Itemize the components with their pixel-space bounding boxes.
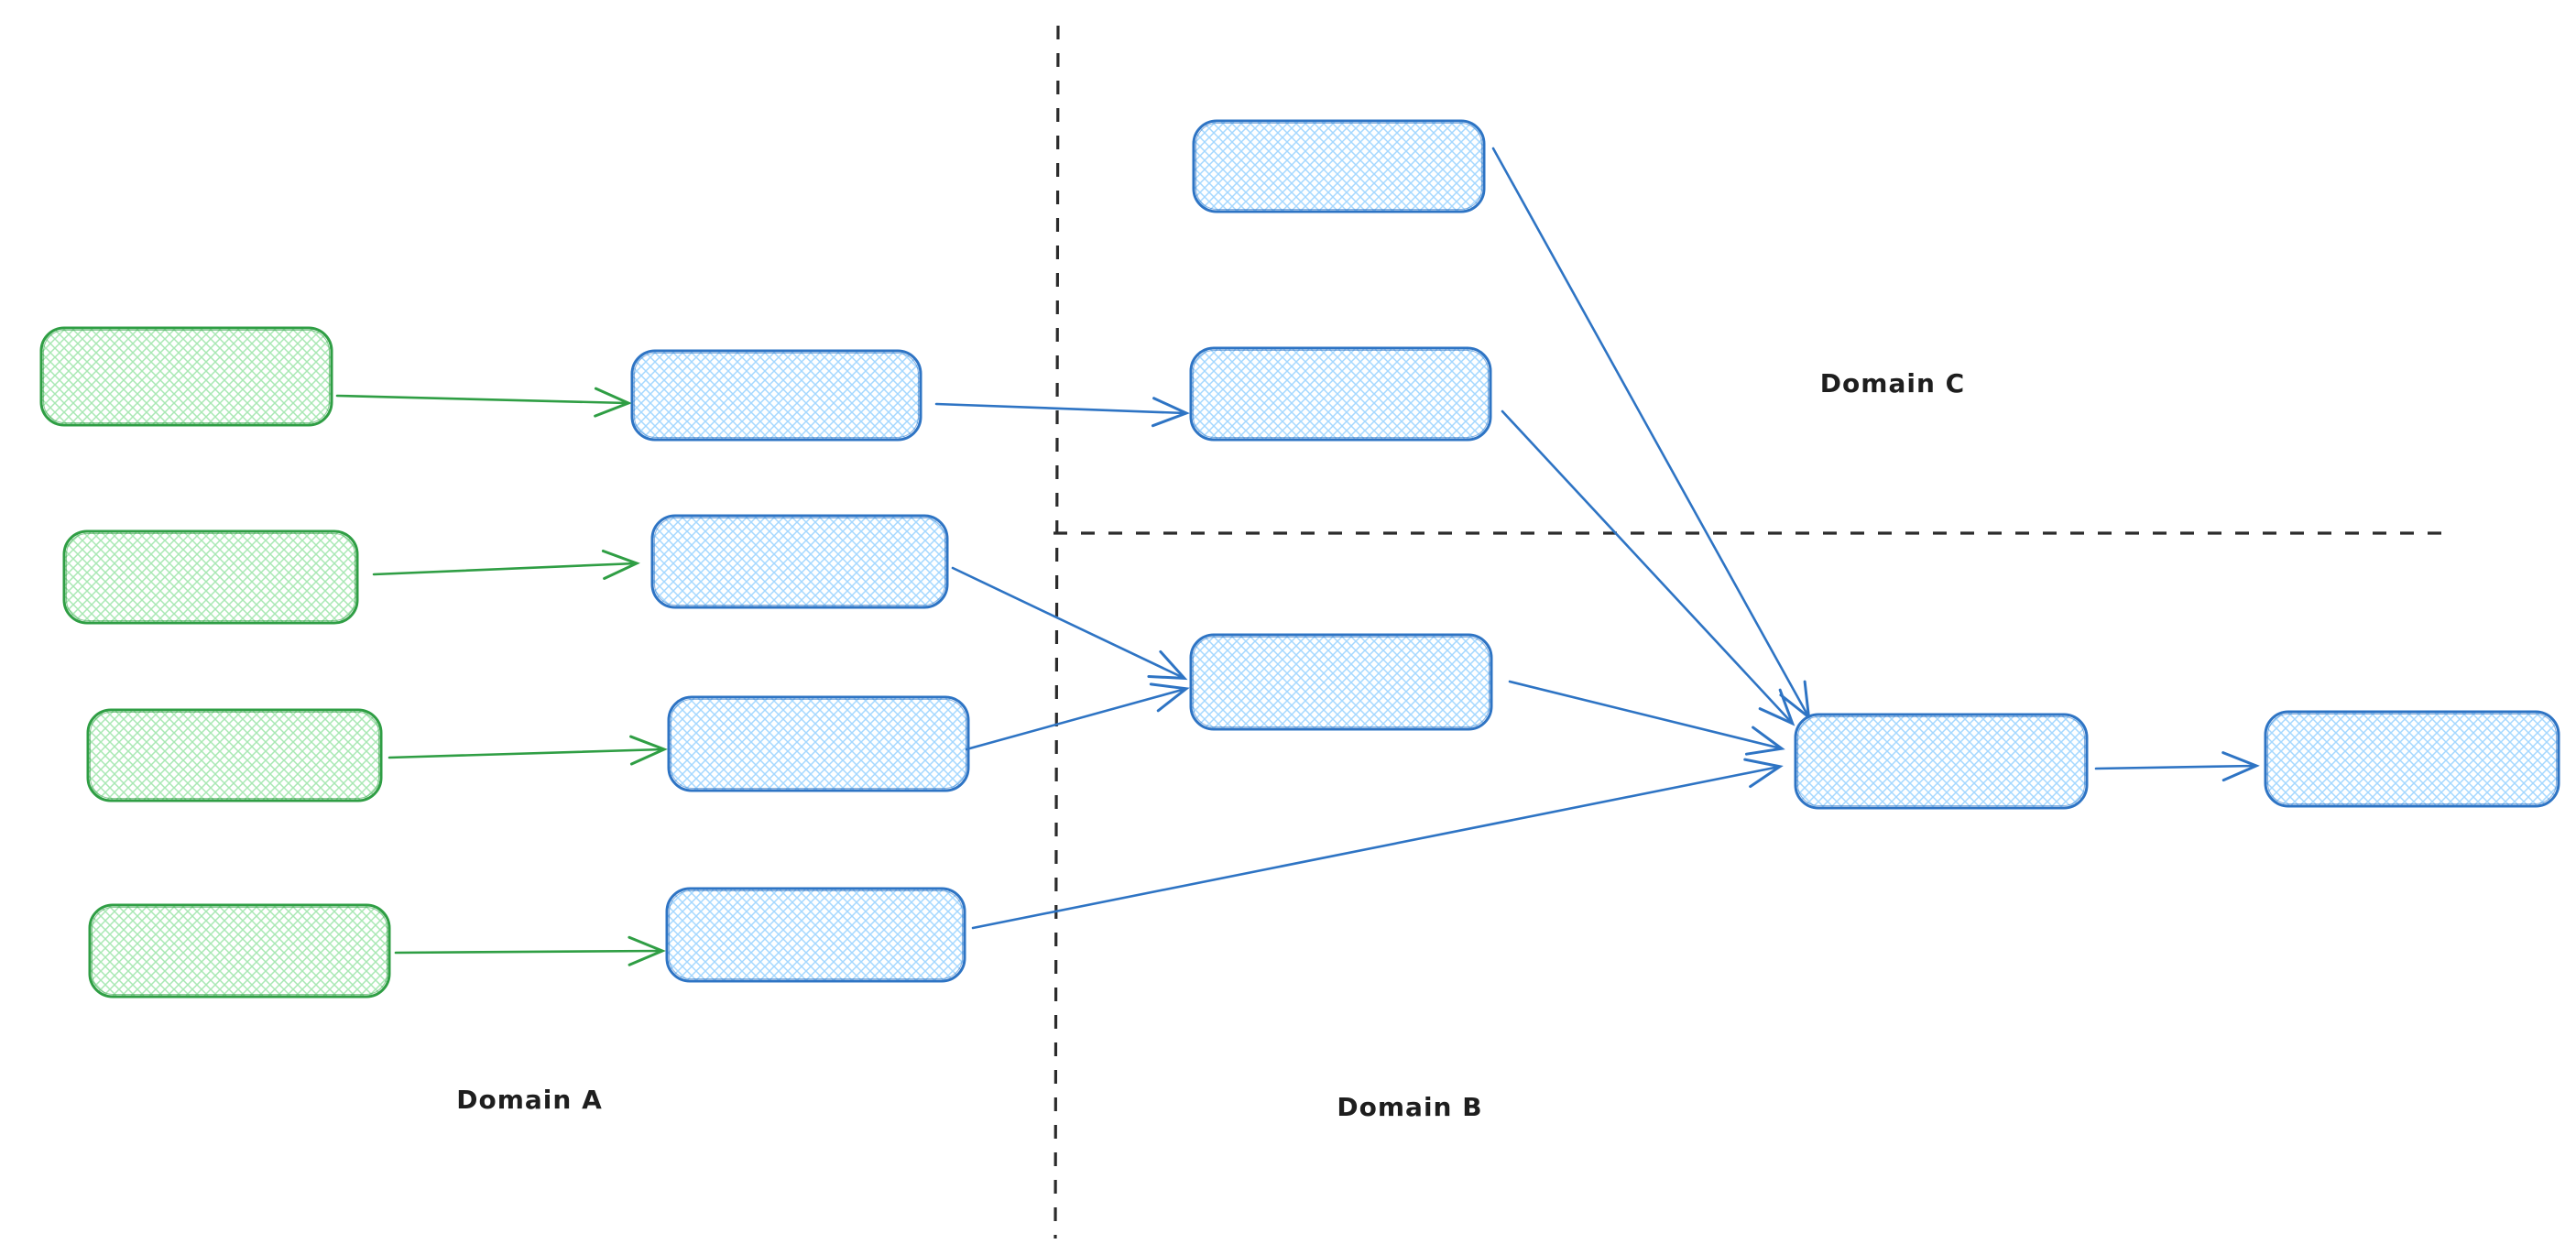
node-rect-blue-b1[interactable] xyxy=(1189,346,1492,442)
node-rect-sketch-blue-a3 xyxy=(670,698,967,790)
edge-bmid-to-c[interactable] xyxy=(1508,680,1785,756)
node-rect-sketch-green-1 xyxy=(42,329,331,424)
node-blue-c[interactable] xyxy=(1794,713,2089,810)
label-domain-c[interactable]: Domain C xyxy=(1820,368,1965,398)
node-green-1[interactable] xyxy=(39,326,333,427)
node-rect-sketch-green-3 xyxy=(89,711,380,800)
node-blue-b1[interactable] xyxy=(1189,346,1492,442)
node-rect-blue-a3[interactable] xyxy=(667,695,970,792)
node-green-2[interactable] xyxy=(62,529,359,625)
edge-a1-to-b1[interactable] xyxy=(934,397,1190,428)
edge-green1-to-a1[interactable] xyxy=(335,387,632,418)
edge-green3-to-a3[interactable] xyxy=(387,735,668,766)
node-blue-right[interactable] xyxy=(2264,710,2560,808)
divider-vertical-a-b[interactable] xyxy=(1053,25,1060,1239)
edge-c-to-right[interactable] xyxy=(2094,751,2260,782)
edge-b1-to-c[interactable] xyxy=(1501,409,1796,726)
node-rect-blue-b-mid[interactable] xyxy=(1189,633,1493,731)
node-blue-a1[interactable] xyxy=(630,349,922,442)
node-rect-sketch-blue-a1 xyxy=(633,352,920,439)
node-rect-sketch-blue-b1 xyxy=(1192,349,1490,439)
node-rect-sketch-green-4 xyxy=(91,906,388,996)
node-green-3[interactable] xyxy=(86,708,383,802)
node-rect-blue-a2[interactable] xyxy=(650,514,949,609)
edge-green2-to-a2[interactable] xyxy=(372,549,640,580)
node-rect-sketch-blue-b-top xyxy=(1195,122,1483,211)
node-rect-blue-a1[interactable] xyxy=(630,349,922,442)
node-blue-b-mid[interactable] xyxy=(1189,633,1493,731)
edge-a2-to-bmid[interactable] xyxy=(951,566,1188,681)
edge-btop-to-c[interactable] xyxy=(1491,147,1811,721)
node-rect-sketch-green-2 xyxy=(65,532,356,622)
edge-green4-to-a4[interactable] xyxy=(394,935,666,966)
node-rect-sketch-blue-a2 xyxy=(653,517,946,606)
node-rect-green-4[interactable] xyxy=(88,903,391,999)
node-rect-green-1[interactable] xyxy=(39,326,333,427)
edge-a3-to-bmid[interactable] xyxy=(965,682,1190,751)
node-rect-sketch-blue-c xyxy=(1796,715,2086,807)
node-rect-blue-c[interactable] xyxy=(1794,713,2089,810)
node-rect-green-3[interactable] xyxy=(86,708,383,802)
node-blue-a2[interactable] xyxy=(650,514,949,609)
node-rect-blue-a4[interactable] xyxy=(665,887,966,983)
node-rect-sketch-blue-right xyxy=(2266,713,2558,805)
label-domain-b[interactable]: Domain B xyxy=(1337,1092,1482,1122)
node-blue-a4[interactable] xyxy=(665,887,966,983)
node-rect-blue-b-top[interactable] xyxy=(1192,119,1486,213)
node-rect-sketch-blue-b-mid xyxy=(1192,636,1490,728)
node-blue-b-top[interactable] xyxy=(1192,119,1486,213)
node-rect-sketch-blue-a4 xyxy=(668,889,964,980)
node-blue-a3[interactable] xyxy=(667,695,970,792)
node-rect-green-2[interactable] xyxy=(62,529,359,625)
node-green-4[interactable] xyxy=(88,903,391,999)
node-rect-blue-right[interactable] xyxy=(2264,710,2560,808)
edge-a4-to-c[interactable] xyxy=(971,758,1784,930)
label-domain-a[interactable]: Domain A xyxy=(456,1085,603,1115)
